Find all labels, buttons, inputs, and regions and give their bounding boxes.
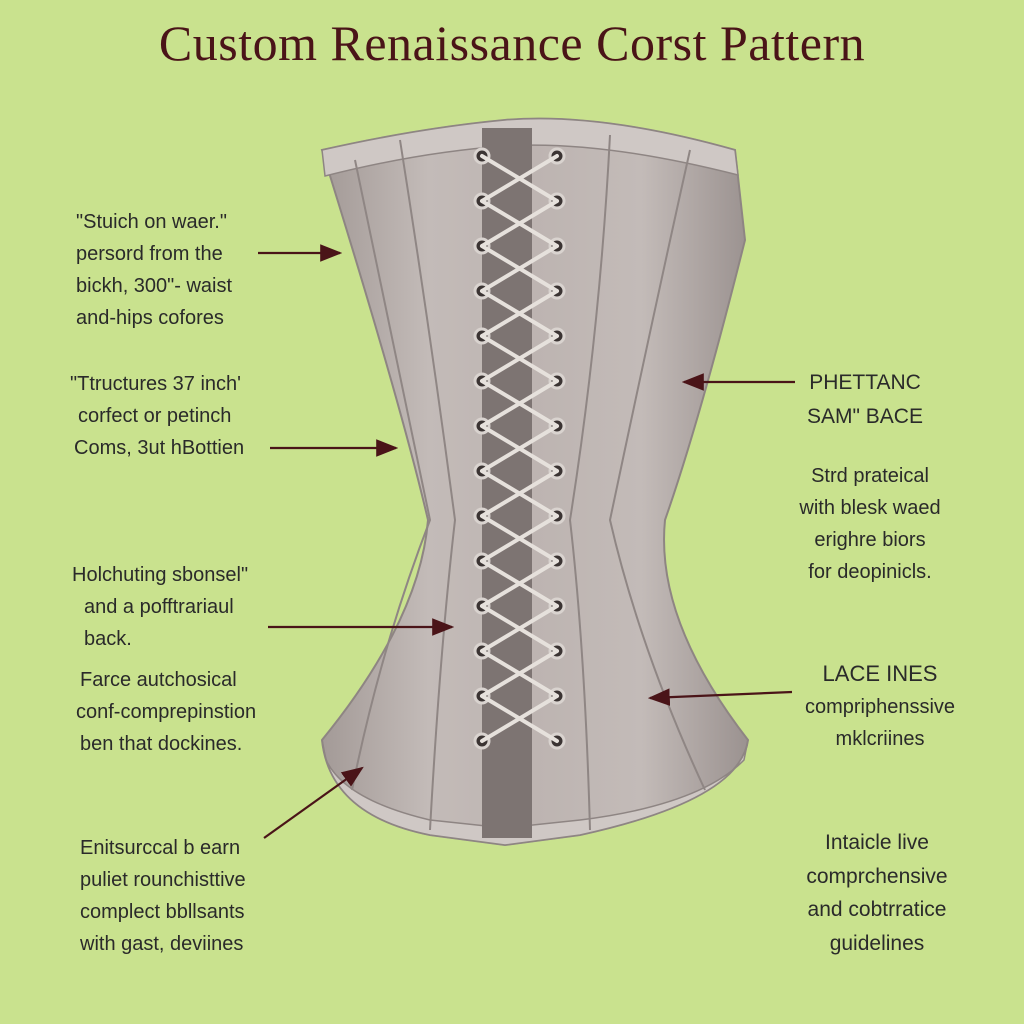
lace-cross xyxy=(480,289,559,338)
lace-cross xyxy=(480,199,559,248)
annotation-left-1: "Stuich on waer." persord from the bickh… xyxy=(76,211,233,329)
annotation-left-2: "Ttructures 37 inch' corfect or petinch … xyxy=(70,373,245,459)
lace-cross xyxy=(480,154,559,203)
annotation-left-4: Farce autchosical conf-comprepinstion be… xyxy=(76,669,257,755)
annotation-left-5: Enitsurccal b earn puliet rounchisttive … xyxy=(80,837,246,955)
annotation-right-1: PHETTANC SAM" BACE xyxy=(807,371,923,428)
corset-top-binding xyxy=(321,117,739,177)
lace-cross xyxy=(480,424,559,473)
lace-cross xyxy=(480,694,559,743)
annotation-right-2: Strd prateical with blesk waed erighre b… xyxy=(799,465,941,583)
corset-laces xyxy=(480,154,559,743)
lacing-panel xyxy=(482,128,532,838)
annotation-arrows xyxy=(258,244,795,839)
lace-cross xyxy=(480,604,559,653)
lace-cross xyxy=(480,514,559,563)
lace-cross xyxy=(480,469,559,518)
lace-cross xyxy=(480,334,559,383)
lace-cross xyxy=(480,244,559,293)
lace-cross xyxy=(480,379,559,428)
corset-bottom-binding xyxy=(321,739,749,846)
lace-cross xyxy=(480,559,559,608)
annotation-left-3: Holchuting sbonsel" and a pofftrariaul b… xyxy=(72,564,249,650)
annotation-right-4: Intaicle live comprchensive and cobtrrat… xyxy=(806,831,948,955)
annotation-right-3: LACE INES compriphenssive mklcriines xyxy=(804,661,956,751)
corset-body xyxy=(320,117,750,847)
lace-cross xyxy=(480,649,559,698)
page-title: Custom Renaissance Corst Pattern xyxy=(158,15,866,71)
